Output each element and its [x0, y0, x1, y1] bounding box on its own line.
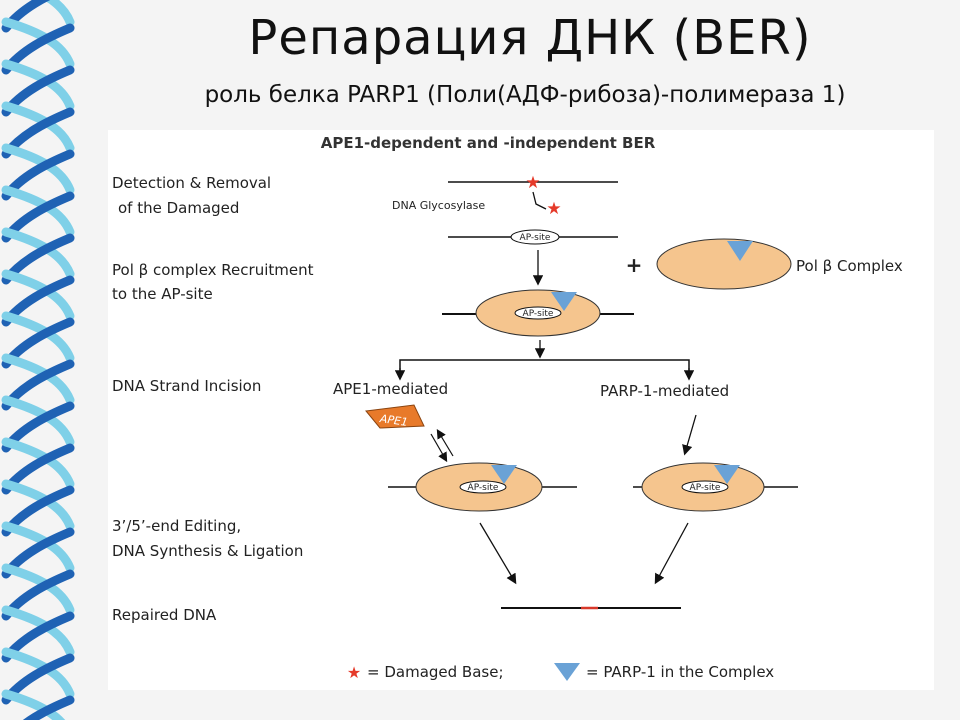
parp1-branch-triangle-icon — [714, 465, 740, 484]
recruited-ap-site-label: AP-site — [523, 309, 554, 319]
dna-helix-decoration — [1, 0, 75, 720]
parp1-triangle-icon — [727, 241, 753, 261]
parp1-to-repair-arrow — [654, 522, 689, 585]
helix-strand-light — [43, 0, 75, 27]
damaged-base-star-icon: ★ — [525, 173, 540, 193]
ape1-branch-ap-site-marker — [459, 480, 507, 494]
glycosylase-excision-line — [532, 191, 547, 210]
ape1-mediated-label: APE1-mediated — [333, 380, 448, 398]
ape1-protein-shape — [365, 404, 425, 429]
dna-glycosylase-label: DNA Glycosylase — [392, 199, 485, 212]
ape1-to-repair-arrow — [479, 522, 517, 585]
recruited-ap-site-marker — [514, 306, 562, 320]
stage-repaired: Repaired DNA — [112, 606, 217, 624]
ape1-branch-ap-site-label: AP-site — [468, 483, 499, 493]
ape1-release-arrow — [436, 428, 454, 457]
page-subtitle: роль белка PARP1 (Поли(АДФ-рибоза)-полим… — [204, 82, 846, 108]
parp1-mediated-label: PARP-1-mediated — [600, 382, 729, 400]
parp1-path-arrow — [682, 414, 697, 456]
recruited-parp1-triangle-icon — [551, 292, 577, 311]
helix-strand-dark — [22, 695, 75, 720]
page-title: Репарация ДНК (BER) — [248, 10, 812, 66]
pol-beta-complex-label: Pol β Complex — [796, 257, 903, 275]
excised-base-star-icon: ★ — [546, 199, 561, 219]
ap-site-label: AP-site — [520, 233, 551, 243]
ap-site-marker — [510, 229, 560, 245]
figure-heading: APE1-dependent and -independent BER — [321, 134, 656, 152]
branch-connector — [399, 359, 690, 376]
legend-damaged-base: = Damaged Base; — [367, 663, 504, 681]
stage-detection-line2: of the Damaged — [118, 199, 239, 217]
ber-diagram: APE1-dependent and -independent BER Dete… — [112, 134, 903, 682]
legend-star-icon: ★ — [347, 663, 361, 682]
stage-detection-line1: Detection & Removal — [112, 174, 271, 192]
legend-parp1-complex: = PARP-1 in the Complex — [586, 663, 774, 681]
plus-sign: + — [626, 253, 643, 277]
ape1-binding-arrow — [430, 433, 448, 463]
stage-incision: DNA Strand Incision — [112, 377, 261, 395]
parp1-branch-ap-site-label: AP-site — [690, 483, 721, 493]
stage-recruit-line1: Pol β complex Recruitment — [112, 261, 314, 279]
stage-recruit-line2: to the AP-site — [112, 285, 213, 303]
ape1-branch-parp1-triangle-icon — [491, 465, 517, 484]
legend-parp1-triangle-icon — [554, 663, 580, 681]
ber-figure: APE1-dependent and -independent BER Dete… — [108, 130, 934, 690]
ape1-label: APE1 — [378, 412, 409, 429]
pol-beta-complex-ellipse — [656, 238, 792, 290]
parp1-branch-ap-site-marker — [681, 480, 729, 494]
stage-editing-line2: DNA Synthesis & Ligation — [112, 542, 303, 560]
stage-editing-line1: 3’/5’-end Editing, — [112, 517, 241, 535]
